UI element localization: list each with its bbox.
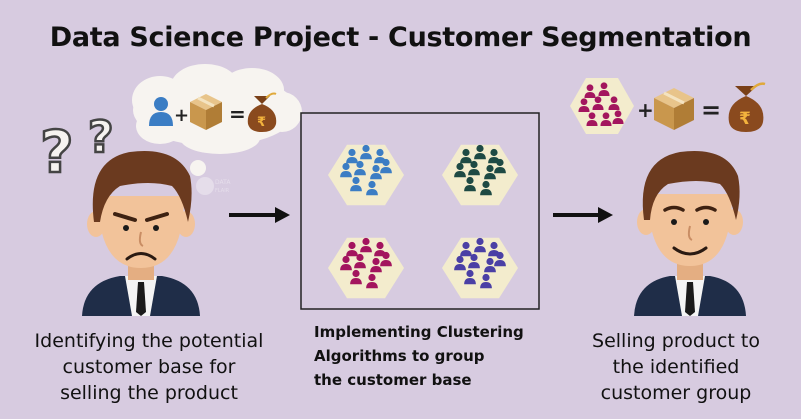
money-bag-icon: ₹ (728, 82, 766, 132)
clusters-layer (328, 144, 518, 299)
person-icon (366, 273, 378, 289)
cluster-blue (328, 144, 404, 206)
person-icon (460, 148, 472, 164)
caption-line: the identified (612, 356, 740, 378)
caption-line: customer base for (62, 356, 236, 378)
equals-sign: = (229, 102, 246, 126)
person-icon (354, 160, 366, 176)
money-bag-icon: ₹ (247, 92, 277, 132)
person-icon (374, 148, 386, 164)
svg-text:₹: ₹ (257, 115, 266, 130)
arrow-right-icon (229, 207, 290, 223)
customer-icon (149, 97, 173, 126)
person-icon (360, 237, 372, 253)
person-icon (370, 257, 382, 273)
person-icon (346, 148, 358, 164)
svg-text:FLAIR: FLAIR (215, 188, 230, 194)
person-icon (494, 158, 506, 174)
person-icon (474, 237, 486, 253)
svg-text:₹: ₹ (739, 109, 751, 129)
caption-line: Identifying the potential (34, 330, 264, 352)
person-icon (380, 158, 392, 174)
person-icon (484, 164, 496, 180)
person-icon (586, 112, 598, 126)
person-icon (484, 257, 496, 273)
person-icon (380, 251, 392, 267)
product-box-icon (190, 94, 222, 130)
left-caption: Identifying the potential customer base … (18, 328, 280, 406)
person-icon (584, 84, 596, 98)
question-marks: ? ? (39, 111, 115, 188)
arrow-right-icon (553, 207, 613, 223)
equals-sign: = (701, 96, 721, 124)
cluster-purple (442, 237, 518, 299)
person-icon (340, 255, 352, 271)
plus-sign: + (174, 105, 189, 126)
person-icon (454, 162, 466, 178)
person-icon (370, 164, 382, 180)
person-icon (468, 160, 480, 176)
person-icon (360, 144, 372, 160)
thought-cloud: + = ₹ (132, 64, 302, 187)
page-title: Data Science Project - Customer Segmenta… (49, 22, 752, 53)
person-icon (600, 112, 612, 126)
person-icon (494, 251, 506, 267)
clustering-box (300, 112, 540, 310)
caption-line: Selling product to (592, 330, 760, 352)
person-icon (350, 269, 362, 285)
plus-sign: + (637, 98, 654, 122)
person-icon (474, 144, 486, 160)
person-icon (480, 180, 492, 196)
person-icon (608, 96, 620, 110)
customer-group-icons (578, 82, 624, 126)
happy-person (634, 151, 746, 316)
middle-caption: Implementing Clustering Algorithms to gr… (314, 320, 554, 392)
person-icon (468, 253, 480, 269)
person-icon (598, 82, 610, 96)
cluster-dark-green (442, 144, 518, 206)
person-icon (464, 269, 476, 285)
person-icon (592, 96, 604, 110)
caption-line: Algorithms to group (314, 347, 485, 365)
caption-line: selling the product (60, 382, 238, 404)
person-icon (480, 273, 492, 289)
person-icon (346, 241, 358, 257)
cluster-magenta (328, 237, 404, 299)
right-caption: Selling product to the identified custom… (566, 328, 786, 406)
person-icon (354, 253, 366, 269)
person-icon (612, 110, 624, 124)
result-equation: + = ₹ (570, 78, 766, 134)
product-box-icon (654, 88, 694, 130)
question-mark-icon: ? (88, 112, 114, 163)
person-icon (454, 255, 466, 271)
person-icon (340, 162, 352, 178)
person-icon (366, 180, 378, 196)
person-icon (460, 241, 472, 257)
svg-text:DATA: DATA (215, 179, 231, 186)
caption-line: Implementing Clustering (314, 323, 524, 341)
person-icon (578, 98, 590, 112)
caption-line: customer group (600, 382, 752, 404)
watermark-logo: DATA FLAIR (196, 177, 231, 195)
caption-line: the customer base (314, 371, 472, 389)
confused-person (82, 151, 200, 316)
person-icon (464, 176, 476, 192)
person-icon (350, 176, 362, 192)
question-mark-icon: ? (40, 118, 74, 186)
